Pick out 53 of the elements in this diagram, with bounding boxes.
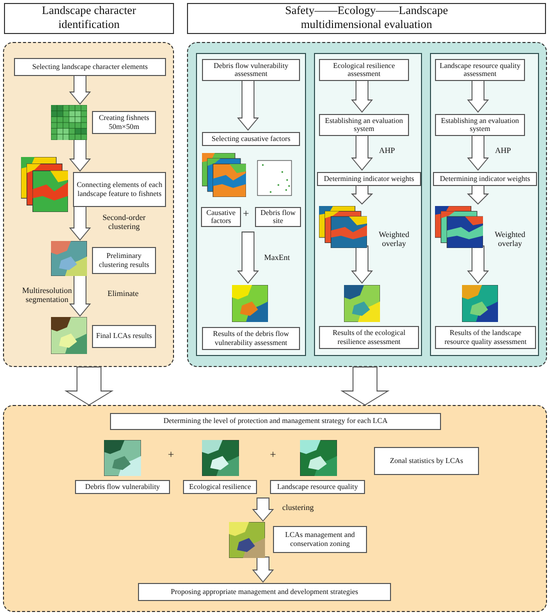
header-box: Landscape character identification (4, 3, 174, 34)
picture (51, 241, 87, 276)
plus-sign: + (166, 449, 176, 462)
picture (202, 153, 246, 197)
block-arrow (351, 134, 373, 171)
dashed-panel (3, 405, 547, 612)
block-arrow (467, 134, 489, 171)
block-arrow (340, 366, 390, 406)
step-label: Weighted overlay (494, 230, 526, 248)
block-arrow (252, 498, 274, 522)
block-arrow (69, 138, 91, 172)
picture (232, 285, 268, 322)
block-arrow (69, 206, 91, 241)
block-arrow (237, 232, 259, 284)
block-arrow (467, 78, 489, 113)
step-label: Eliminate (106, 289, 140, 298)
dashed-panel (187, 42, 547, 367)
block-arrow (237, 78, 259, 131)
plus-sign: + (268, 449, 278, 462)
picture (257, 160, 292, 196)
picture (21, 157, 68, 212)
block-arrow (252, 556, 274, 583)
step-label: Weighted overlay (378, 230, 410, 248)
column-panel (430, 53, 539, 356)
picture (202, 440, 239, 476)
edge-label: Multiresolution segmentation (21, 286, 73, 304)
block-arrow (351, 78, 373, 113)
block-arrow (69, 74, 91, 105)
picture (435, 206, 483, 248)
picture (300, 440, 337, 476)
picture (462, 285, 498, 322)
edge-label: Second-order clustering (101, 213, 147, 232)
plus-sign: + (242, 208, 250, 221)
dashed-panel (3, 42, 174, 367)
picture (319, 206, 367, 248)
picture (229, 522, 265, 558)
column-panel (196, 53, 306, 356)
block-arrow (351, 246, 373, 284)
picture (51, 105, 87, 140)
block-arrow (350, 184, 374, 205)
picture (104, 440, 141, 476)
block-arrow (466, 184, 490, 205)
header-box: Safety——Ecology——Landscape multidimensional evaluation (187, 3, 546, 34)
edge-label: AHP (378, 146, 396, 156)
edge-label: AHP (494, 146, 512, 156)
block-arrow (64, 366, 114, 406)
picture (344, 285, 380, 322)
block-arrow (69, 274, 91, 317)
block-arrow (467, 246, 489, 284)
edge-label: clustering (281, 503, 315, 512)
column-panel (314, 53, 422, 356)
edge-label: MaxEnt (263, 253, 291, 262)
picture (51, 317, 87, 354)
